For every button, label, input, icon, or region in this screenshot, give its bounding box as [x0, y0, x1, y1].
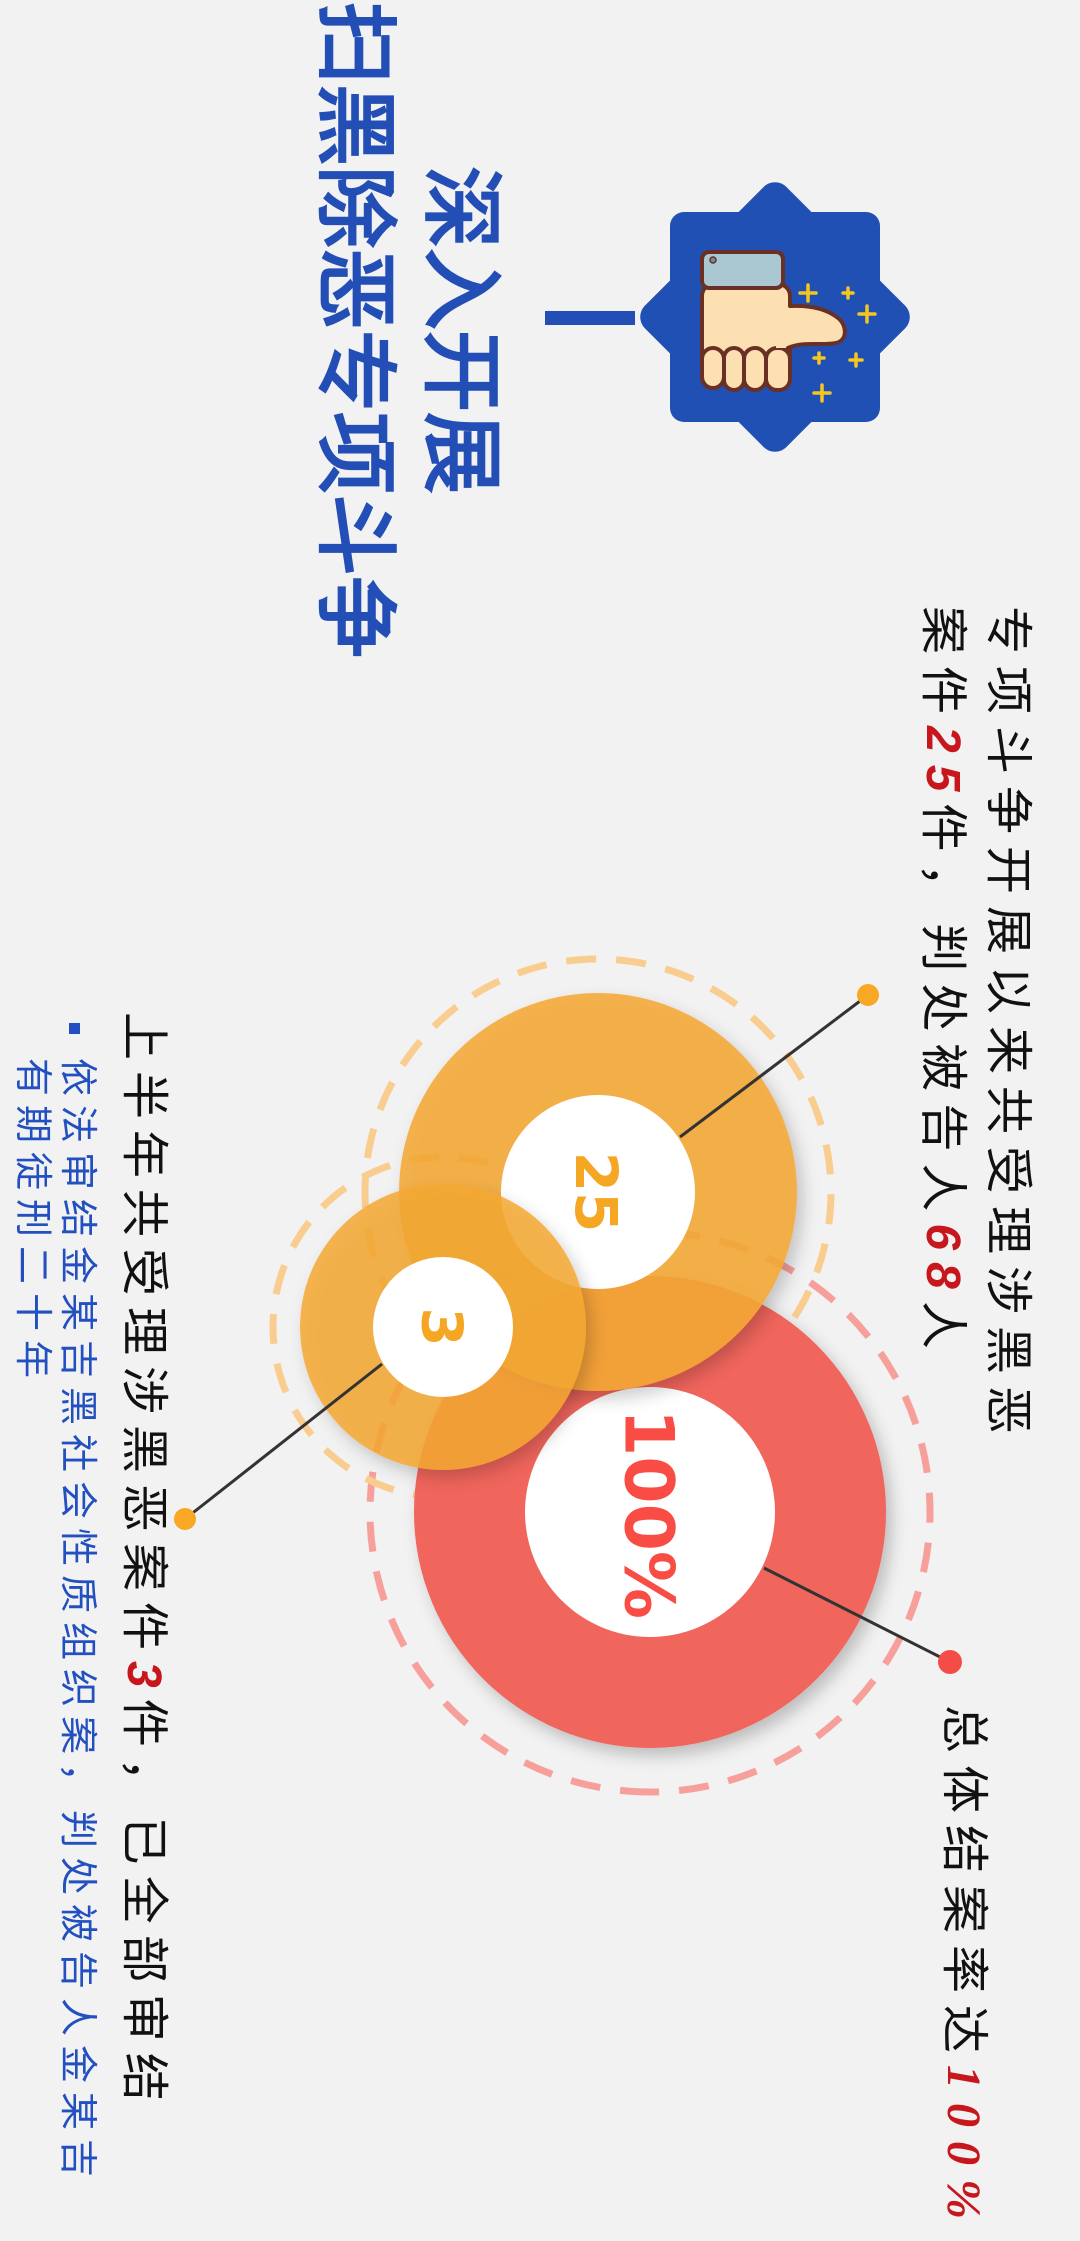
summary-line-2: 案件25件，判处被告人68人: [910, 606, 975, 1361]
bubble-half-year-cases: [300, 1184, 586, 1470]
summary-line-1: 专项斗争开展以来共受理涉黑恶: [981, 606, 1034, 1447]
half-year-cases-value: 3: [117, 1661, 170, 1699]
bullet-square-icon: [69, 1023, 80, 1034]
half-year-label-suffix: 件，已全部审结: [117, 1698, 170, 2112]
bubble-label-25: 25: [562, 1152, 630, 1233]
badge: [633, 175, 917, 459]
total-cases-value: 25: [916, 726, 969, 804]
bullet-item-line-1: 依法审结金某吉黑社会性质组织案，判处被告人金某吉: [56, 1058, 98, 2187]
closure-label: 总体结案率达: [937, 1705, 990, 2066]
leader-line-3: [174, 1362, 383, 1530]
half-year-label: 上半年共受理涉黑恶案件: [117, 1012, 170, 1662]
bullet-item-line-2: 有期徒刑二十年: [11, 1058, 53, 1388]
summary-text: 人: [916, 1300, 969, 1361]
bubble-label-100: 100%: [609, 1409, 688, 1619]
half-year-text: 上半年共受理涉黑恶案件3件，已全部审结: [111, 1012, 176, 2112]
title-connector-line: [545, 311, 635, 325]
page-title-line-1: 深入开展: [415, 165, 506, 494]
page-title-line-2: 扫黑除恶专项斗争: [309, 1, 400, 658]
leader-dot: [857, 984, 879, 1006]
defendants-value: 68: [916, 1223, 969, 1301]
leader-dot: [938, 1650, 962, 1674]
summary-text: 案件: [916, 606, 969, 727]
leader-dot: [174, 1508, 196, 1530]
leader-line-100: [763, 1566, 962, 1674]
bubble-label-3: 3: [409, 1308, 474, 1347]
summary-text: 件，判处被告人: [916, 803, 969, 1224]
closure-rate-text: 总体结案率达100%: [931, 1705, 996, 2233]
thumbs-up-icon: [700, 250, 877, 403]
closure-rate-value: 100%: [937, 2065, 990, 2233]
sparkle-icon: [798, 283, 877, 403]
leader-line-25: [679, 984, 879, 1139]
